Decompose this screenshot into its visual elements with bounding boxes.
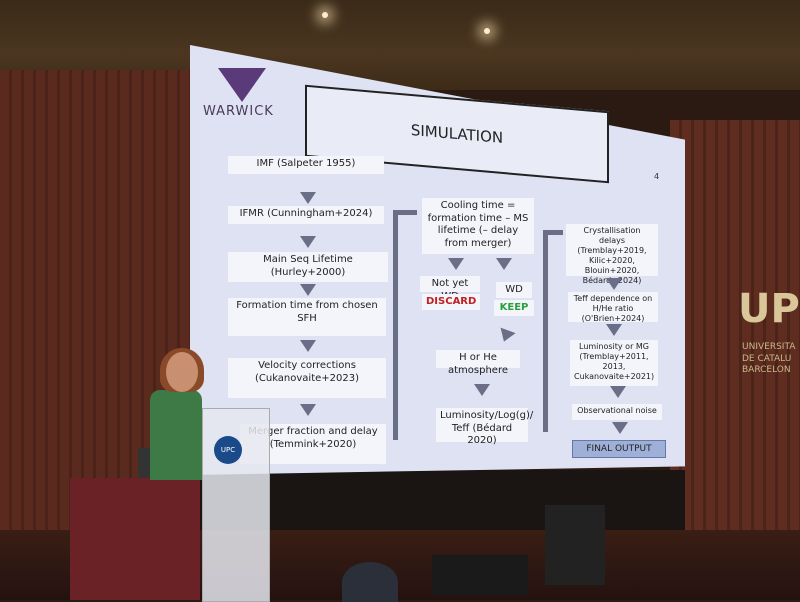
down-arrow-icon bbox=[612, 422, 628, 434]
flow-not-wd: Not yet WD bbox=[420, 276, 480, 302]
flow-final-output: FINAL OUTPUT bbox=[572, 440, 666, 458]
flow-step-main-seq: Main Seq Lifetime (Hurley+2000) bbox=[228, 252, 388, 282]
right-wall-panels bbox=[670, 120, 800, 540]
speaker-person bbox=[150, 390, 202, 480]
podium-logo: UPC bbox=[214, 436, 242, 464]
stage-monitor bbox=[545, 505, 605, 585]
flow-discard: DISCARD bbox=[422, 294, 480, 310]
down-arrow-icon bbox=[606, 324, 622, 336]
ceiling-light bbox=[322, 12, 328, 18]
warwick-logo-text: WARWICK bbox=[203, 104, 274, 119]
flow-step-ifmr: IFMR (Cunningham+2024) bbox=[228, 206, 384, 224]
down-arrow-icon bbox=[606, 278, 622, 290]
draped-table bbox=[70, 478, 200, 600]
flow-teff: Teff dependence on H/He ratio (O'Brien+2… bbox=[568, 292, 658, 323]
flow-atmosphere: H or He atmosphere bbox=[436, 350, 520, 376]
slide-number: 4 bbox=[654, 172, 660, 181]
down-arrow-icon bbox=[496, 258, 512, 270]
down-arrow-icon bbox=[610, 386, 626, 398]
down-arrow-icon bbox=[474, 384, 490, 396]
flow-wd: WD bbox=[496, 282, 532, 298]
flow-crystallisation: Crystallisation delays (Tremblay+2019, K… bbox=[566, 224, 658, 285]
podium bbox=[202, 408, 270, 602]
ceiling-light bbox=[484, 28, 490, 34]
flow-noise: Observational noise bbox=[572, 404, 662, 420]
audience-head bbox=[342, 562, 398, 602]
connector-line bbox=[543, 230, 563, 235]
flow-keep: KEEP bbox=[494, 300, 534, 316]
flow-step-imf: IMF (Salpeter 1955) bbox=[228, 156, 384, 174]
flow-step-formation: Formation time from chosen SFH bbox=[228, 298, 386, 336]
flow-step-cooling: Cooling time = formation time – MS lifet… bbox=[422, 198, 534, 254]
down-arrow-icon bbox=[300, 236, 316, 248]
flow-luminosity: Luminosity/Log(g)/ Teff (Bédard 2020) bbox=[436, 408, 533, 446]
warwick-logo-icon bbox=[218, 68, 266, 102]
slide-title: SIMULATION bbox=[410, 120, 504, 148]
down-arrow-icon bbox=[300, 340, 316, 352]
connector-line bbox=[543, 232, 548, 432]
wall-university-name: UNIVERSITA DE CATALU BARCELON bbox=[742, 342, 796, 376]
floor-speaker bbox=[432, 555, 528, 595]
flow-step-velocity: Velocity corrections (Cukanovaite+2023) bbox=[228, 358, 386, 398]
down-arrow-icon bbox=[300, 192, 316, 204]
down-arrow-icon bbox=[300, 404, 316, 416]
wall-logo: UP bbox=[738, 286, 800, 332]
down-arrow-icon bbox=[448, 258, 464, 270]
connector-line bbox=[393, 212, 398, 440]
flow-luminosity-mg: Luminosity or MG (Tremblay+2011, 2013, C… bbox=[570, 340, 658, 386]
speaker-face bbox=[166, 352, 198, 392]
connector-line bbox=[393, 210, 417, 215]
down-arrow-icon bbox=[300, 284, 316, 296]
